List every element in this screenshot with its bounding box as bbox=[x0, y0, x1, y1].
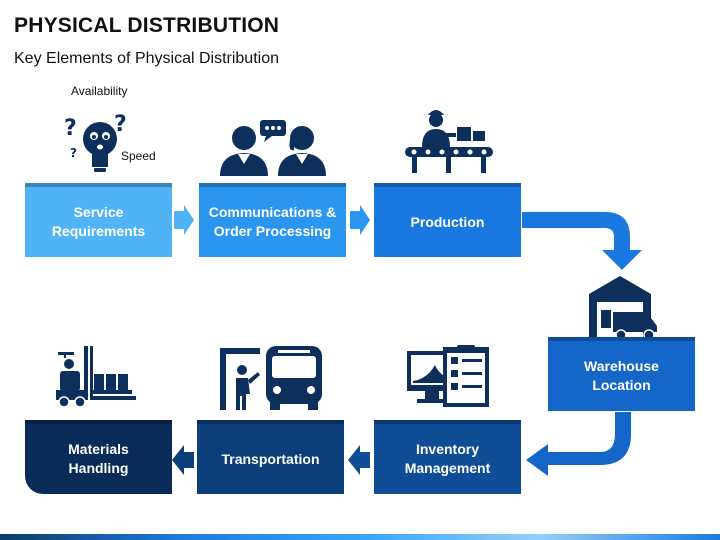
step-label: Production bbox=[410, 213, 485, 230]
conveyor-worker-icon bbox=[402, 105, 496, 177]
page-subtitle: Key Elements of Physical Distribution bbox=[14, 50, 279, 67]
arrow-left-icon bbox=[172, 445, 194, 475]
arrow-left-icon bbox=[348, 445, 370, 475]
step-service-requirements: Service Requirements bbox=[25, 183, 172, 257]
availability-label: Availability bbox=[71, 84, 128, 98]
step-materials-handling: Materials Handling bbox=[25, 420, 172, 494]
decorative-bottom-bar bbox=[0, 534, 720, 540]
step-label: Service Requirements bbox=[51, 204, 146, 239]
svg-text:?: ? bbox=[114, 112, 127, 137]
warehouse-truck-icon bbox=[585, 272, 660, 342]
svg-text:?: ? bbox=[64, 116, 77, 141]
forklift-icon bbox=[56, 344, 140, 408]
svg-text:?: ? bbox=[70, 146, 77, 160]
arrow-right-icon bbox=[174, 205, 194, 235]
step-label: Inventory Management bbox=[404, 441, 491, 476]
bus-passenger-icon bbox=[216, 342, 326, 414]
people-chat-icon bbox=[216, 120, 331, 178]
step-label: Materials Handling bbox=[68, 441, 129, 476]
speed-label: Speed bbox=[121, 149, 156, 163]
step-production: Production bbox=[374, 183, 521, 257]
step-warehouse-location: Warehouse Location bbox=[548, 337, 695, 411]
step-communications-order-processing: Communications & Order Processing bbox=[199, 183, 346, 257]
arrow-right-icon bbox=[350, 205, 370, 235]
step-transportation: Transportation bbox=[197, 420, 344, 494]
computer-checklist-icon bbox=[405, 345, 493, 411]
page-title: PHYSICAL DISTRIBUTION bbox=[14, 14, 280, 37]
step-label: Transportation bbox=[221, 450, 320, 467]
lightbulb-question-icon: ? ? ? bbox=[62, 105, 132, 177]
arrow-elbow-down-icon bbox=[522, 212, 642, 270]
step-label: Communications & Order Processing bbox=[208, 204, 337, 239]
step-label: Warehouse Location bbox=[584, 358, 659, 393]
arrow-elbow-left-icon bbox=[526, 412, 631, 476]
step-inventory-management: Inventory Management bbox=[374, 420, 521, 494]
